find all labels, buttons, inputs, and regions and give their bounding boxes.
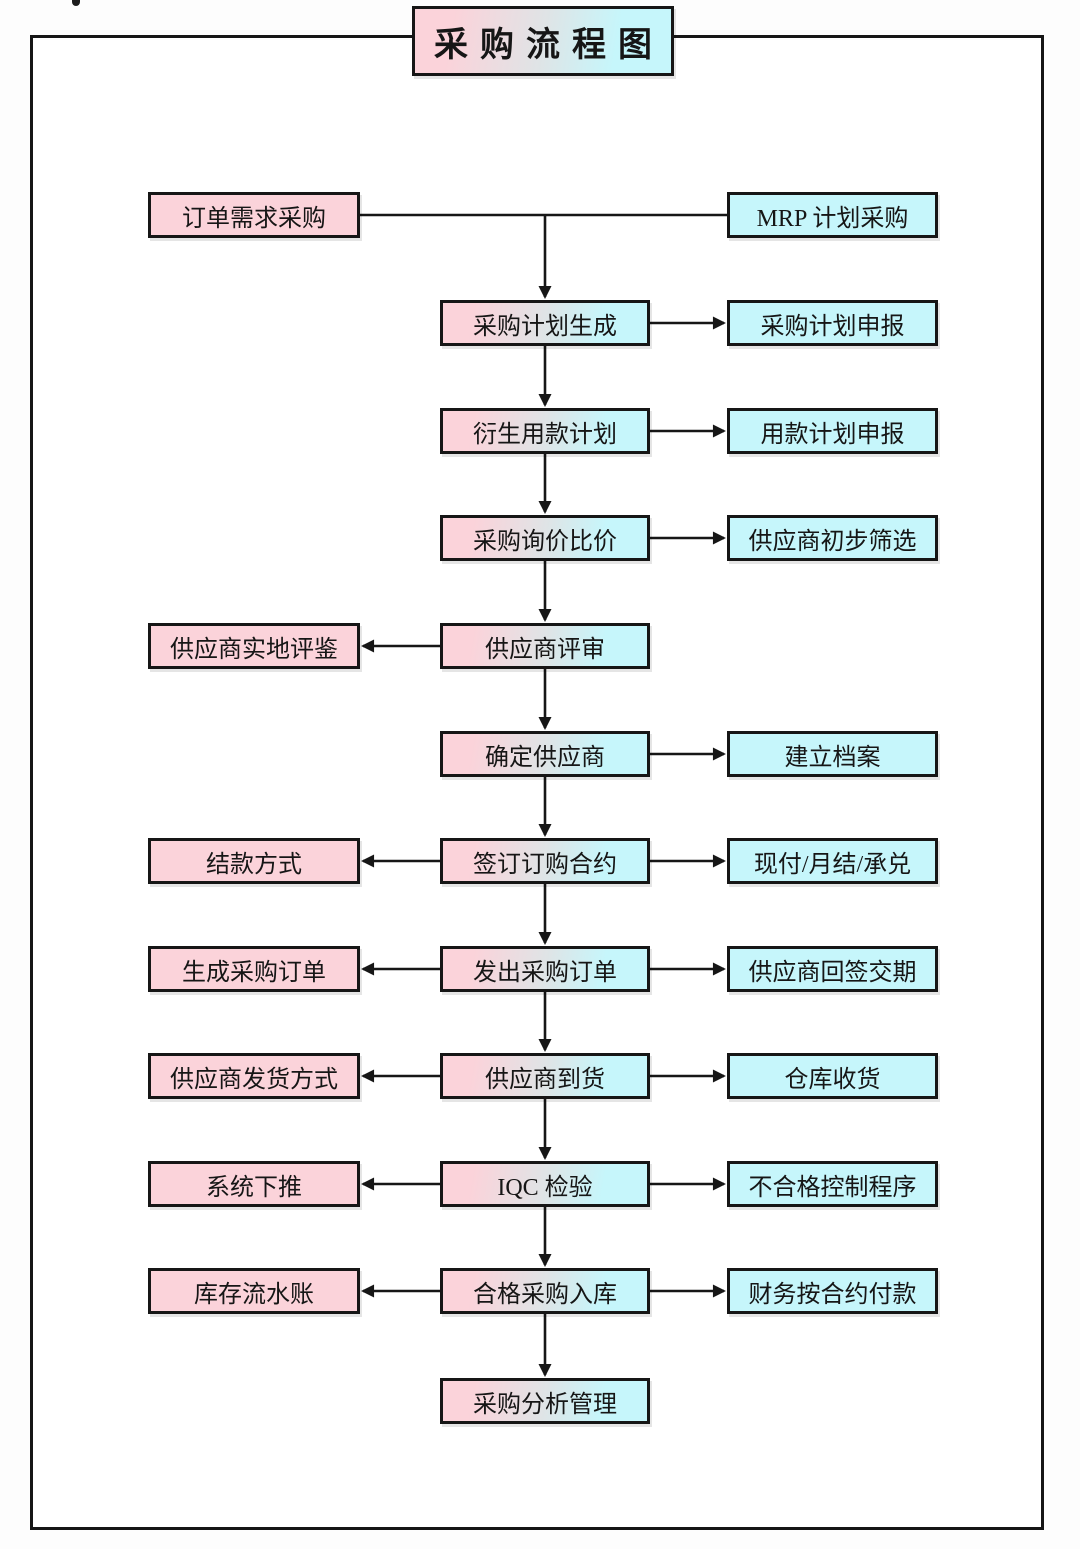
node-sign-purchase-contract: 签订订购合约 [440,838,650,884]
page-title: 采购流程图 [412,6,674,76]
node-iqc-inspection: IQC 检验 [440,1161,650,1207]
node-supplier-onsite-evaluation: 供应商实地评鉴 [148,623,360,669]
node-purchase-plan-declare: 采购计划申报 [727,300,938,346]
node-payment-plan-declare: 用款计划申报 [727,408,938,454]
node-supplier-initial-screening: 供应商初步筛选 [727,515,938,561]
node-supplier-shipping-method: 供应商发货方式 [148,1053,360,1099]
node-warehouse-receiving: 仓库收货 [727,1053,938,1099]
node-supplier-review: 供应商评审 [440,623,650,669]
node-confirm-supplier: 确定供应商 [440,731,650,777]
node-generate-purchase-order: 生成采购订单 [148,946,360,992]
node-settlement-method: 结款方式 [148,838,360,884]
node-cash-monthly-acceptance: 现付/月结/承兑 [727,838,938,884]
node-purchase-analysis-management: 采购分析管理 [440,1378,650,1424]
stray-ink-mark [72,0,80,6]
node-system-push-down: 系统下推 [148,1161,360,1207]
node-supplier-confirm-delivery: 供应商回签交期 [727,946,938,992]
node-nonconforming-control-procedure: 不合格控制程序 [727,1161,938,1207]
node-purchase-inquiry-compare: 采购询价比价 [440,515,650,561]
node-supplier-arrival: 供应商到货 [440,1053,650,1099]
node-order-demand-purchase: 订单需求采购 [148,192,360,238]
node-purchase-plan-generate: 采购计划生成 [440,300,650,346]
node-derive-payment-plan: 衍生用款计划 [440,408,650,454]
node-issue-purchase-order: 发出采购订单 [440,946,650,992]
node-qualified-purchase-inbound: 合格采购入库 [440,1268,650,1314]
node-finance-payment-per-contract: 财务按合约付款 [727,1268,938,1314]
node-inventory-ledger: 库存流水账 [148,1268,360,1314]
node-create-archive: 建立档案 [727,731,938,777]
node-mrp-plan-purchase: MRP 计划采购 [727,192,938,238]
